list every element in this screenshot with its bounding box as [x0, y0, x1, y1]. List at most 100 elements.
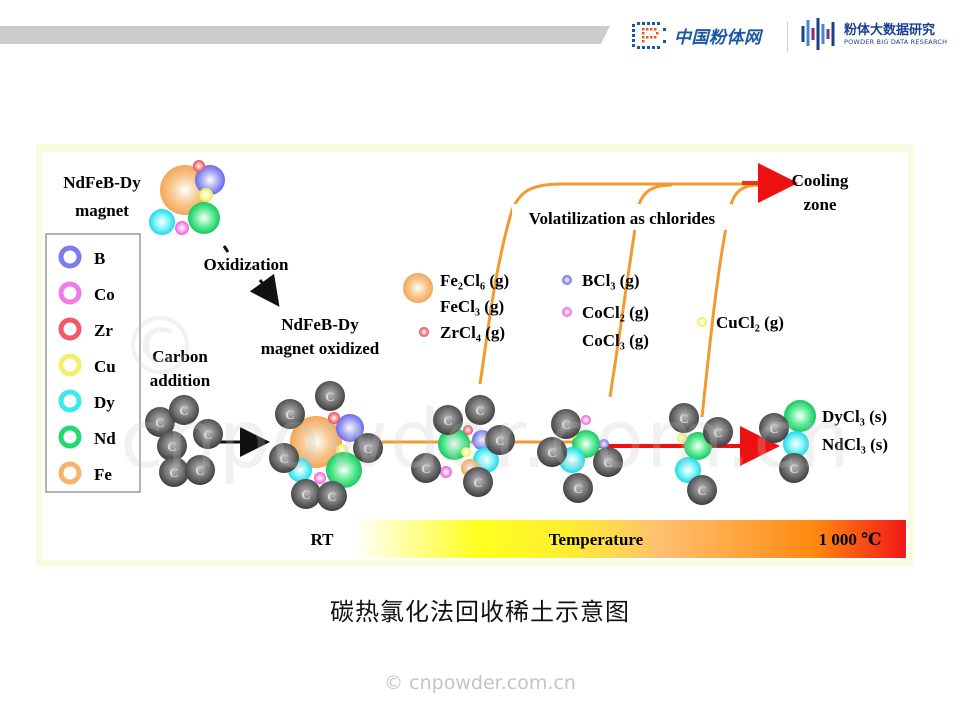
carbon-atom	[687, 475, 717, 505]
carbon-atom	[485, 425, 515, 455]
carbon-atom	[275, 399, 305, 429]
carbon-symbol: C	[697, 483, 706, 498]
oxidization-label: Oxidization	[203, 255, 289, 274]
b-atom	[599, 439, 609, 449]
carbon-atom	[433, 405, 463, 435]
volatilization-label: Volatilization as chlorides	[529, 209, 716, 228]
carbon-symbol: C	[167, 439, 176, 454]
cocl2-label: CoCl₂ (g)	[582, 303, 649, 322]
b-atom	[336, 414, 364, 442]
cnpowder-logo[interactable]: 中国粉体网	[630, 18, 762, 52]
copyright-text: © cnpowder.com.cn	[384, 672, 576, 694]
carbon-atom	[551, 409, 581, 439]
carbon-symbol: C	[547, 445, 556, 460]
logo-secondary-subtitle: POWDER BIG DATA RESEARCH	[844, 37, 948, 46]
fecl3-label: FeCl₃ (g)	[440, 297, 504, 316]
carbon-atom	[669, 403, 699, 433]
carbon-symbol: C	[327, 489, 336, 504]
oxidized-label-line1: NdFeB-Dy	[281, 315, 359, 334]
carbon-atom	[779, 453, 809, 483]
legend-label-co: Co	[94, 285, 115, 304]
cocl3-label: CoCl₃ (g)	[582, 331, 649, 350]
b-chloride-marker	[562, 275, 572, 285]
carbon-symbol: C	[301, 487, 310, 502]
volatilization-label-bg	[512, 204, 732, 230]
carbon-symbol: C	[475, 403, 484, 418]
temperature-end-label: 1 000 ℃	[819, 530, 882, 549]
carbon-symbol: C	[443, 413, 452, 428]
legend-swatch-co	[58, 281, 82, 305]
carbon-atom	[465, 395, 495, 425]
temperature-gradient-bar	[292, 520, 906, 558]
carbon-label-line2: addition	[150, 371, 211, 390]
carbon-symbol: C	[473, 475, 482, 490]
co-chloride-marker	[562, 307, 572, 317]
zr-chloride-marker	[419, 327, 429, 337]
legend-swatch-b	[58, 245, 82, 269]
bcl3-label: BCl₃ (g)	[582, 271, 640, 290]
carbon-atom	[185, 455, 215, 485]
legend-label-b: B	[94, 249, 105, 268]
carbon-symbol: C	[603, 455, 612, 470]
carbon-atom	[169, 395, 199, 425]
zrcl4-label: ZrCl₄ (g)	[440, 323, 505, 342]
carbon-atom	[759, 413, 789, 443]
carbon-symbol: C	[679, 411, 688, 426]
logo-primary-text: 中国粉体网	[674, 27, 762, 48]
co-atom	[581, 415, 591, 425]
carbon-atom	[537, 437, 567, 467]
dy-atom	[783, 431, 809, 457]
legend-label-cu: Cu	[94, 357, 116, 376]
carbon-symbol: C	[789, 461, 798, 476]
zr-atom	[463, 425, 473, 435]
cp-logo-icon	[630, 20, 670, 50]
cooling-label-line2: zone	[803, 195, 837, 214]
temperature-start-label: RT	[310, 530, 334, 549]
carbon-symbol: C	[561, 417, 570, 432]
legend-label-zr: Zr	[94, 321, 113, 340]
carbon-label-line1: Carbon	[152, 347, 208, 366]
carbon-atom	[563, 473, 593, 503]
carbon-symbol: C	[279, 451, 288, 466]
cu-chloride-marker	[697, 317, 707, 327]
carbon-symbol: C	[203, 427, 212, 442]
volatilization-paths	[478, 182, 782, 418]
temperature-label: Temperature	[549, 530, 644, 549]
legend-label-dy: Dy	[94, 393, 115, 412]
carbon-atom	[463, 467, 493, 497]
carbon-symbol: C	[169, 465, 178, 480]
carbon-symbol: C	[495, 433, 504, 448]
co-atom	[440, 466, 452, 478]
oxidization-arrow	[249, 273, 280, 307]
nd-atom	[784, 400, 816, 432]
dycl3-label: DyCl₃ (s)	[822, 407, 887, 426]
carbon-atom	[145, 407, 175, 437]
cu-atom	[677, 433, 687, 443]
nd-atom	[326, 452, 362, 488]
cu-atom	[461, 447, 471, 457]
cooling-label-line1: Cooling	[792, 171, 849, 190]
fe-atom	[290, 416, 342, 468]
carbon-atom	[193, 419, 223, 449]
powder-big-data-logo[interactable]: 粉体大数据研究 POWDER BIG DATA RESEARCH	[800, 16, 947, 52]
zr-atom	[328, 412, 340, 424]
legend-label-fe: Fe	[94, 465, 112, 484]
legend-swatch-nd	[58, 425, 82, 449]
carbon-atom	[703, 417, 733, 447]
carbon-symbol: C	[179, 403, 188, 418]
carbon-symbol: C	[421, 461, 430, 476]
carbon-atom	[159, 457, 189, 487]
carbon-atom	[269, 443, 299, 473]
logo-divider	[787, 22, 788, 52]
carbon-atom	[157, 431, 187, 461]
carbon-symbol: C	[155, 415, 164, 430]
start-magnet-cluster	[149, 160, 225, 235]
legend-swatch-cu	[58, 353, 82, 377]
carbon-atom	[315, 381, 345, 411]
carbon-symbol: C	[195, 463, 204, 478]
carbon-atom	[353, 433, 383, 463]
diagram-canvas: NdFeB-Dy magnet Oxidization BCoZrCuDyNdF…	[45, 160, 906, 558]
dy-atom	[675, 457, 701, 483]
